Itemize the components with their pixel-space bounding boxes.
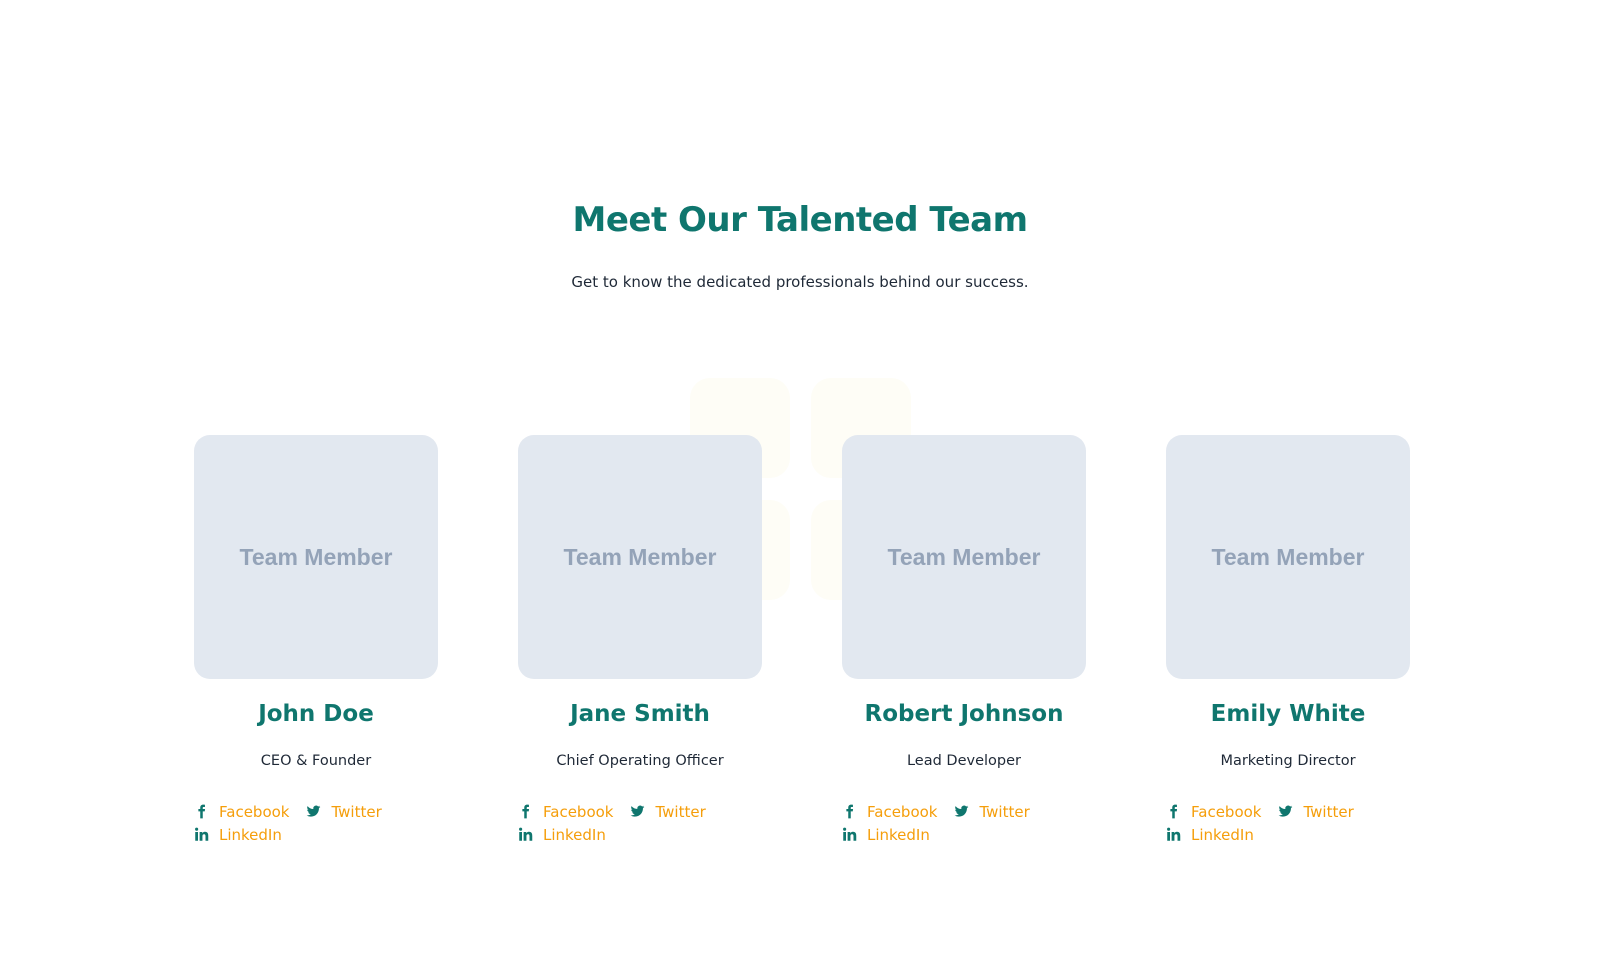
social-links: Facebook Twitter LinkedIn <box>842 801 1086 845</box>
facebook-label: Facebook <box>867 802 938 821</box>
member-role: CEO & Founder <box>260 753 372 769</box>
member-role: Marketing Director <box>1220 753 1356 769</box>
linkedin-link[interactable]: LinkedIn <box>842 824 930 845</box>
facebook-icon <box>522 804 530 819</box>
linkedin-label: LinkedIn <box>1191 825 1254 844</box>
linkedin-icon <box>519 827 533 841</box>
member-photo-placeholder: Team Member <box>518 435 762 679</box>
member-photo-placeholder: Team Member <box>842 435 1086 679</box>
linkedin-icon <box>843 827 857 841</box>
member-photo-placeholder: Team Member <box>1166 435 1410 679</box>
member-name: John Doe <box>258 701 374 727</box>
team-card: Team Member Jane Smith Chief Operating O… <box>518 435 762 845</box>
social-links: Facebook Twitter LinkedIn <box>194 801 438 845</box>
twitter-link[interactable]: Twitter <box>306 801 382 822</box>
team-card: Team Member Robert Johnson Lead Develope… <box>842 435 1086 845</box>
social-links: Facebook Twitter LinkedIn <box>518 801 762 845</box>
linkedin-label: LinkedIn <box>543 825 606 844</box>
member-name: Jane Smith <box>570 701 710 727</box>
twitter-label: Twitter <box>1303 802 1354 821</box>
linkedin-link[interactable]: LinkedIn <box>1166 824 1254 845</box>
facebook-link[interactable]: Facebook <box>842 801 937 822</box>
twitter-link[interactable]: Twitter <box>630 801 706 822</box>
twitter-icon <box>955 805 969 817</box>
twitter-label: Twitter <box>655 802 706 821</box>
team-card: Team Member John Doe CEO & Founder Faceb… <box>194 435 438 845</box>
twitter-link[interactable]: Twitter <box>1278 801 1354 822</box>
member-role: Chief Operating Officer <box>556 753 724 769</box>
facebook-label: Facebook <box>219 802 290 821</box>
facebook-link[interactable]: Facebook <box>518 801 613 822</box>
member-photo-placeholder: Team Member <box>194 435 438 679</box>
linkedin-label: LinkedIn <box>867 825 930 844</box>
section-title: Meet Our Talented Team <box>572 200 1028 240</box>
member-name: Emily White <box>1210 701 1366 727</box>
facebook-icon <box>1170 804 1178 819</box>
linkedin-label: LinkedIn <box>219 825 282 844</box>
twitter-label: Twitter <box>979 802 1030 821</box>
facebook-link[interactable]: Facebook <box>1166 801 1261 822</box>
linkedin-icon <box>195 827 209 841</box>
linkedin-link[interactable]: LinkedIn <box>518 824 606 845</box>
linkedin-icon <box>1167 827 1181 841</box>
facebook-icon <box>846 804 854 819</box>
twitter-icon <box>307 805 321 817</box>
twitter-label: Twitter <box>331 802 382 821</box>
section-subtitle: Get to know the dedicated professionals … <box>571 273 1029 291</box>
facebook-link[interactable]: Facebook <box>194 801 289 822</box>
team-grid: Team Member John Doe CEO & Founder Faceb… <box>194 435 1410 845</box>
twitter-link[interactable]: Twitter <box>954 801 1030 822</box>
member-name: Robert Johnson <box>864 701 1064 727</box>
facebook-label: Facebook <box>543 802 614 821</box>
twitter-icon <box>1279 805 1293 817</box>
team-card: Team Member Emily White Marketing Direct… <box>1166 435 1410 845</box>
member-role: Lead Developer <box>906 753 1022 769</box>
linkedin-link[interactable]: LinkedIn <box>194 824 282 845</box>
facebook-label: Facebook <box>1191 802 1262 821</box>
facebook-icon <box>198 804 206 819</box>
social-links: Facebook Twitter LinkedIn <box>1166 801 1410 845</box>
twitter-icon <box>631 805 645 817</box>
